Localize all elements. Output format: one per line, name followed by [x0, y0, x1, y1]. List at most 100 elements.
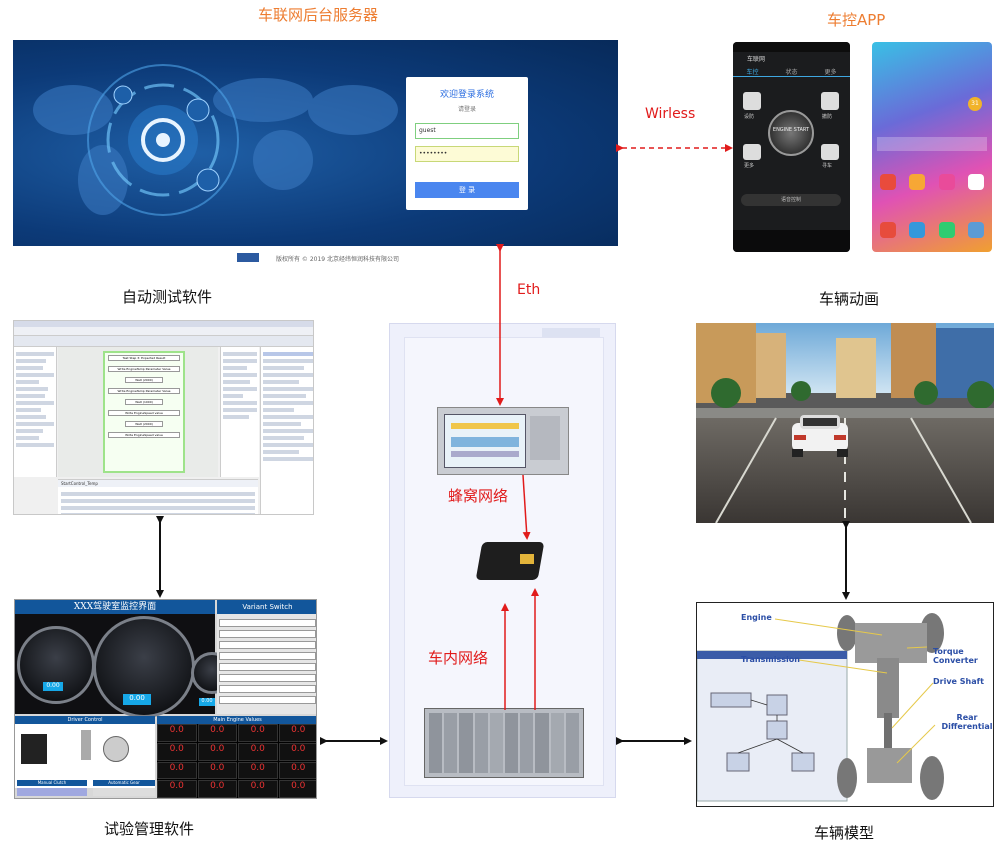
password-input[interactable]: •••••••• — [415, 146, 519, 162]
weather-app-icon[interactable] — [880, 174, 896, 190]
driver-control-panel[interactable] — [15, 724, 155, 788]
rack-logo — [542, 328, 600, 337]
flow-step[interactable]: Wait (1000) — [125, 399, 163, 405]
value-cell: 0.0 — [278, 742, 316, 761]
value-cell: 0.0 — [197, 724, 237, 742]
login-button[interactable]: 登 录 — [415, 182, 519, 198]
tester-keypad[interactable] — [530, 416, 560, 460]
project-tree[interactable] — [14, 347, 57, 477]
wireless-label: Wirless — [645, 106, 696, 122]
contacts-app-icon[interactable] — [909, 222, 926, 238]
tab-control[interactable]: 车控 — [746, 69, 759, 76]
server-footer-text: 版权所有 © 2019 北京经纬恒润科技有限公司 — [276, 256, 399, 263]
gear-shift-icon[interactable] — [21, 734, 47, 764]
main-values-grid: 0.0 0.0 0.0 0.0 0.0 0.0 0.0 0.0 0.0 0.0 … — [157, 724, 316, 798]
torque-converter-label: Torque Converter — [933, 647, 978, 665]
tbox-connector — [520, 554, 534, 564]
rear-differential-label: Rear Differential — [941, 713, 993, 731]
brake-slider[interactable] — [81, 730, 91, 760]
tab-status[interactable]: 状态 — [785, 69, 798, 76]
auto-gear-selector[interactable] — [93, 788, 155, 796]
value-cell: 0.0 — [197, 761, 237, 780]
unlock-icon[interactable] — [821, 92, 839, 110]
backend-server-screen: 欢迎登录系统 请登录 guest •••••••• 登 录 — [13, 40, 618, 246]
value-cell: 0.0 — [157, 742, 197, 761]
properties-table[interactable]: StartControl_Temp — [58, 479, 258, 514]
flow-step[interactable]: Write EngineTemp Parameter Value — [108, 388, 180, 394]
manual-clutch-title: Manual Clutch — [17, 780, 87, 786]
car-icon[interactable] — [821, 144, 839, 160]
left-gauge-value: 0.00 — [43, 682, 63, 691]
world-map-graphic — [33, 64, 398, 216]
flow-step[interactable]: Wait (2000) — [125, 377, 163, 383]
engine-label: Engine — [741, 613, 772, 622]
more-label: 更多 — [744, 163, 755, 169]
value-cell: 0.0 — [157, 724, 197, 742]
calendar-badge: 31 — [968, 97, 982, 111]
store-app-icon[interactable] — [967, 222, 984, 238]
voice-control-button[interactable]: 语音控制 — [741, 194, 841, 206]
engine-start-button[interactable]: ENGINE START — [768, 110, 814, 156]
flow-sequence: Test Step 3: Expected Result Write Engin… — [103, 351, 185, 473]
vehicle-animation-view — [696, 323, 994, 523]
username-input[interactable]: guest — [415, 123, 519, 139]
value-cell: 0.0 — [197, 742, 237, 761]
mgmt-title: XXX驾驶室监控界面 — [15, 600, 215, 614]
misc-app-icon[interactable] — [967, 174, 984, 190]
search-bar[interactable] — [877, 137, 987, 151]
value-cell: 0.0 — [157, 780, 197, 798]
flow-step[interactable]: Write EngineSpeed value — [108, 410, 180, 416]
auto-gear-title: Automatic Gear — [93, 780, 155, 786]
outline-panel[interactable] — [260, 347, 313, 514]
flow-step[interactable]: Write EngineSpeed value — [108, 432, 180, 438]
road-scene-graphic — [696, 323, 994, 523]
value-cell: 0.0 — [157, 761, 197, 780]
driver-control-title: Driver Control — [15, 716, 155, 724]
value-cell: 0.0 — [238, 761, 278, 780]
vehicle-anim-label: 车辆动画 — [819, 290, 880, 308]
find-car-icon[interactable] — [743, 144, 761, 160]
value-cell: 0.0 — [278, 724, 316, 742]
variant-switch-panel[interactable] — [217, 614, 316, 714]
value-cell: 0.0 — [197, 780, 237, 798]
test-mgmt-label: 试验管理软件 — [104, 820, 195, 838]
phone-home-screen: 31 — [872, 42, 992, 252]
phone-car-control: 车联网 车控 状态 更多 设防 撤防 ENGINE START 更多 寻车 语音… — [733, 42, 850, 252]
settings-app-icon[interactable] — [938, 174, 955, 190]
drive-shaft-label: Drive Shaft — [933, 677, 984, 686]
palette-panel[interactable] — [220, 347, 259, 477]
find-label: 寻车 — [822, 163, 833, 169]
flow-step[interactable]: Wait (2000) — [125, 421, 163, 427]
flow-step[interactable]: Test Step 3: Expected Result — [108, 355, 180, 361]
fuel-value: 0.00 — [199, 698, 215, 706]
lock-icon[interactable] — [743, 92, 761, 110]
value-cell: 0.0 — [278, 780, 316, 798]
tab-more[interactable]: 更多 — [824, 69, 837, 76]
browser-app-icon[interactable] — [938, 222, 955, 238]
main-values-title: Main Engine Values — [157, 716, 316, 724]
value-cell: 0.0 — [238, 724, 278, 742]
instrument-cluster: 0.00 0.00 0.00 — [15, 614, 233, 718]
cellular-tester — [437, 407, 569, 475]
drivetrain-graphic — [697, 613, 944, 802]
pxi-chassis — [424, 708, 584, 778]
dock-row — [880, 222, 984, 238]
left-gauge — [17, 626, 95, 704]
company-logo — [237, 253, 259, 262]
flow-canvas[interactable]: Test Step 3: Expected Result Write Engin… — [58, 347, 218, 477]
phone-app-title: 车联网 — [747, 56, 766, 63]
value-cell: 0.0 — [278, 761, 316, 780]
phone-app-icon[interactable] — [880, 222, 896, 238]
unlock-label: 撤防 — [822, 114, 833, 120]
hil-rack — [389, 323, 616, 798]
lock-label: 设防 — [744, 114, 755, 120]
flow-step[interactable]: Write EngineTemp Parameter Value — [108, 366, 180, 372]
vehicle-car — [792, 415, 848, 457]
in-vehicle-label: 车内网络 — [428, 649, 489, 667]
auto-test-label: 自动测试软件 — [122, 288, 213, 306]
ignition-key-dial[interactable] — [103, 736, 129, 762]
manual-clutch-slider[interactable] — [17, 788, 87, 796]
phone-bottom-bar — [733, 230, 850, 252]
properties-tab[interactable]: StartControl_Temp — [58, 480, 258, 487]
gallery-app-icon[interactable] — [909, 174, 926, 190]
